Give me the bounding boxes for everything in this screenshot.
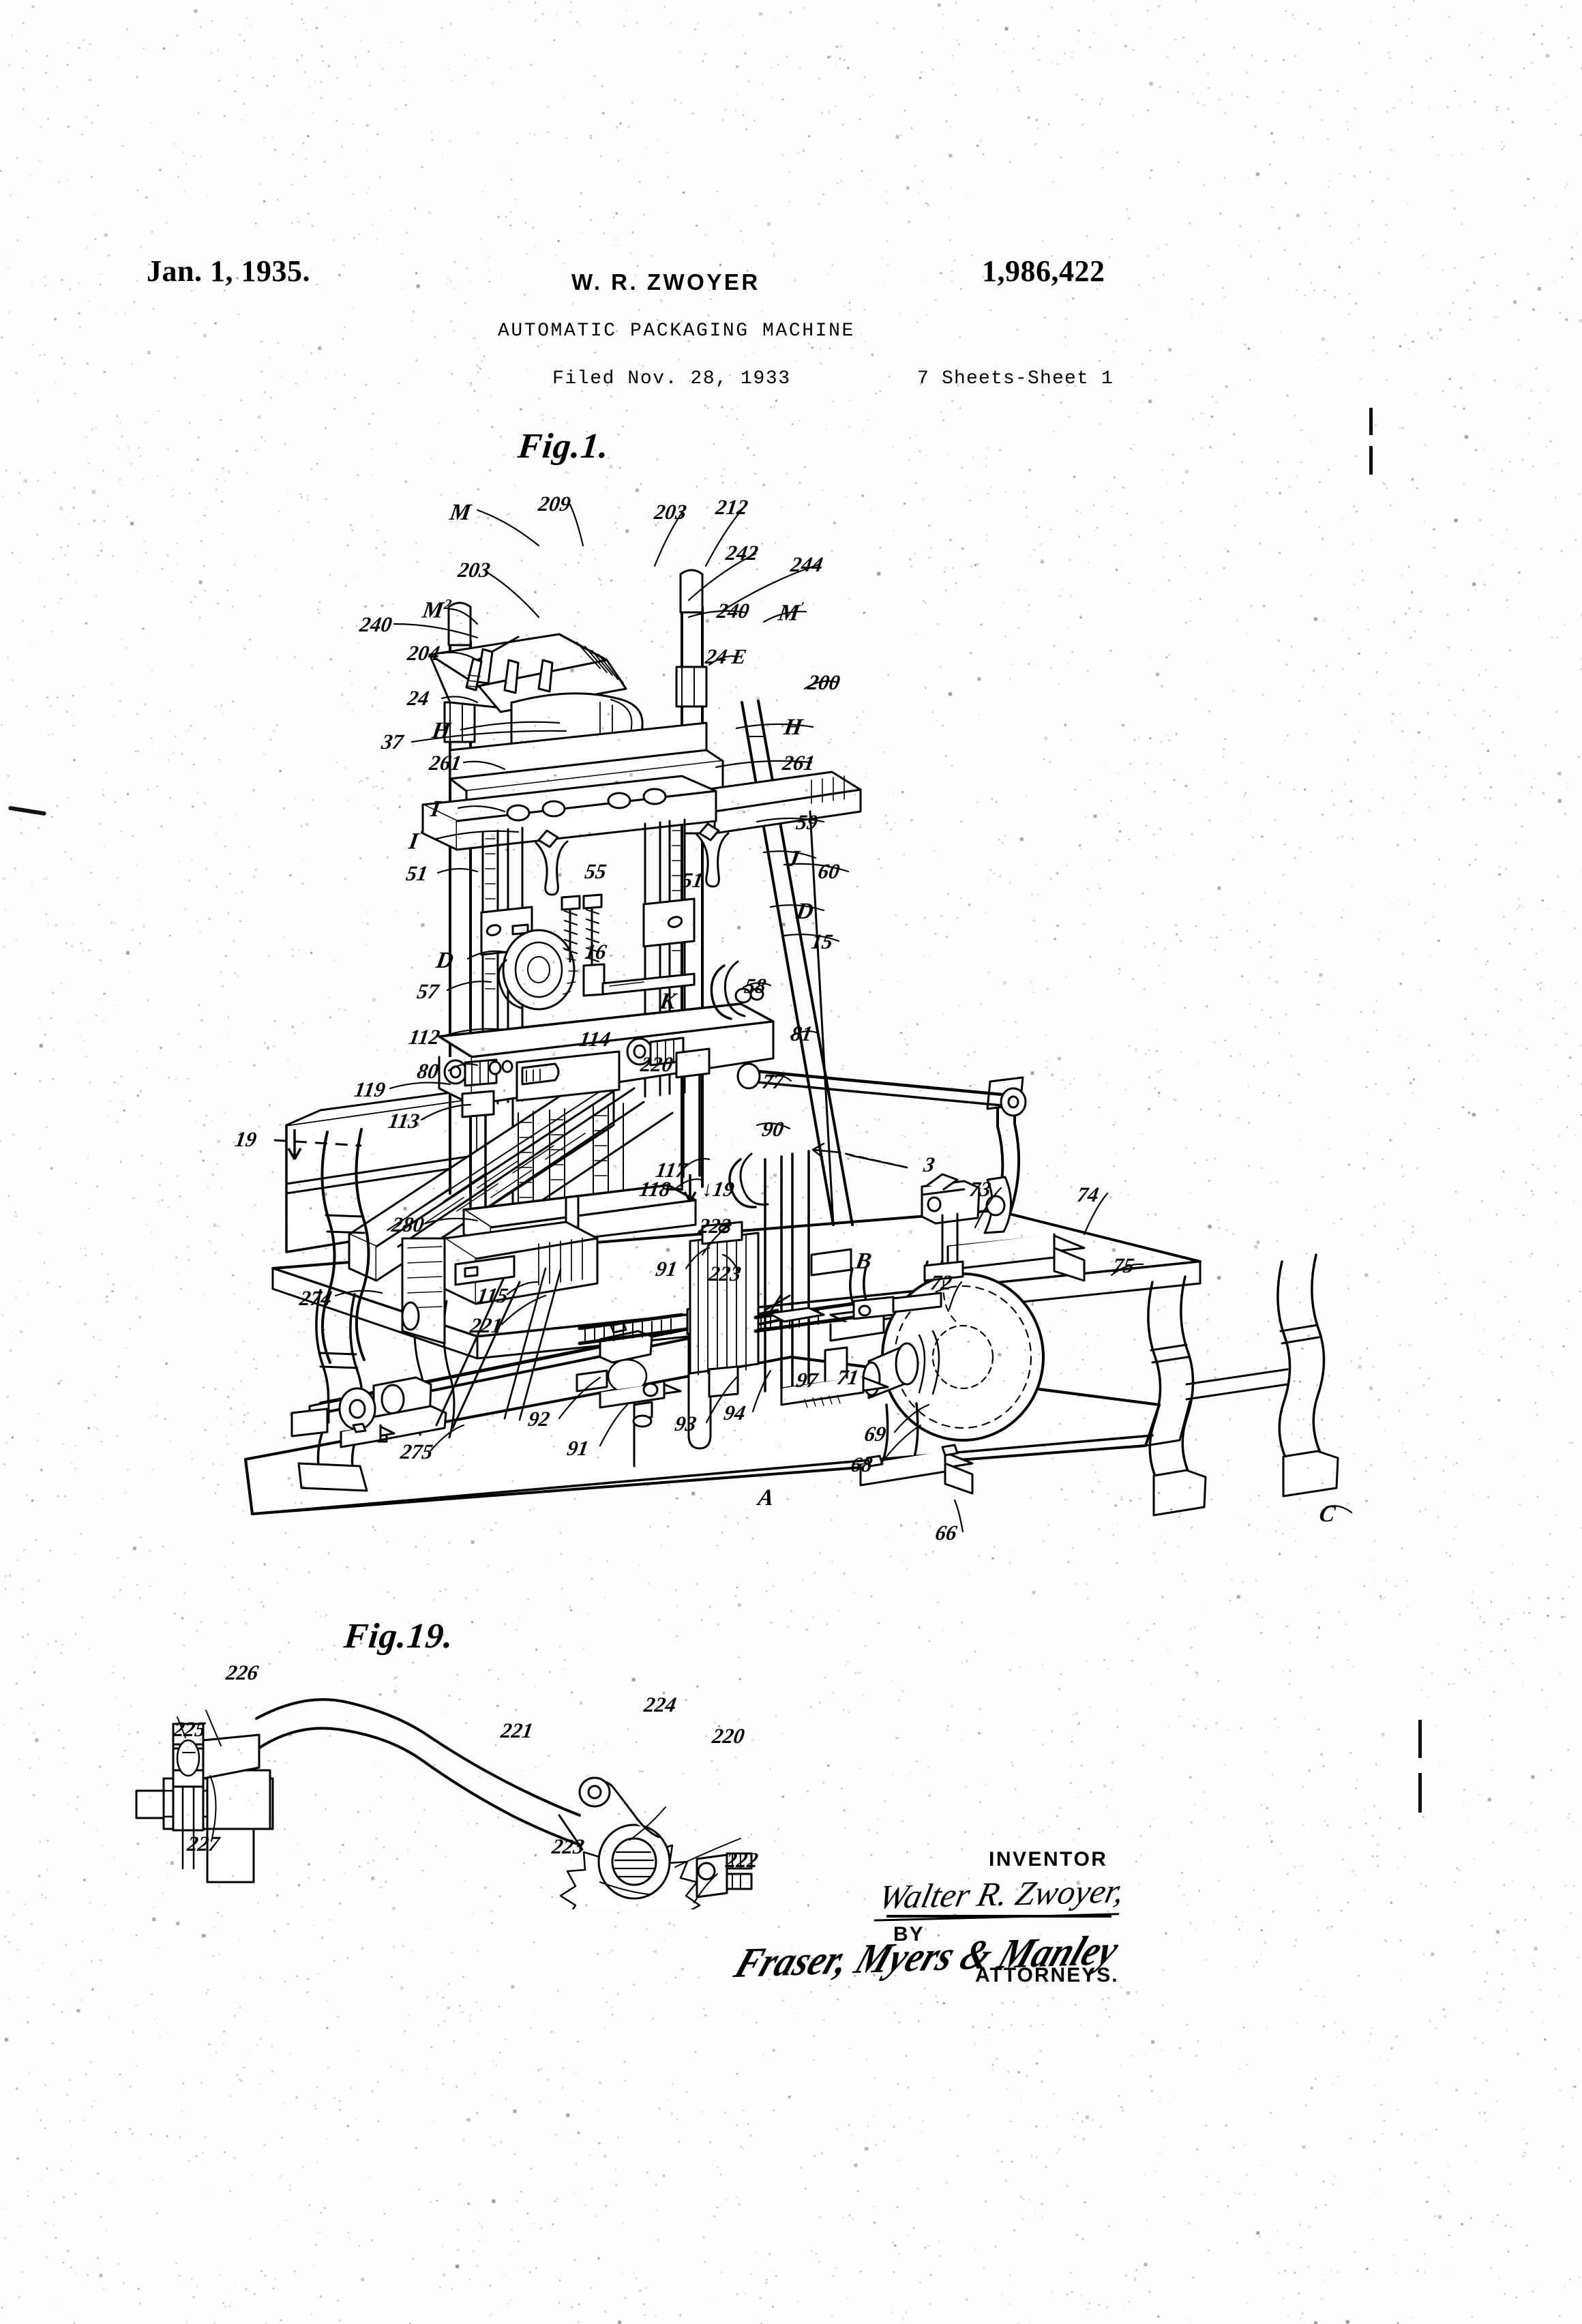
margin-tick-right-lower-a: [1418, 1720, 1422, 1758]
margin-tick-right-lower-b: [1418, 1773, 1422, 1813]
reference-numeral: 204: [406, 641, 442, 665]
reference-numeral: 212: [714, 495, 750, 519]
reference-numeral: 19: [233, 1127, 258, 1151]
reference-numeral: 113: [387, 1109, 421, 1133]
inventor-signature: Walter R. Zwoyer,: [874, 1871, 1129, 1922]
reference-numeral: 60: [816, 859, 841, 883]
reference-numeral: 226: [224, 1660, 260, 1684]
reference-numeral: 244: [789, 552, 825, 576]
inventor-signature-underline: [886, 1915, 1111, 1918]
patent-title: AUTOMATIC PACKAGING MACHINE: [498, 321, 855, 342]
reference-numeral: 58: [743, 974, 768, 998]
reference-numeral: 227: [185, 1832, 222, 1856]
reference-numeral: 275: [399, 1440, 435, 1463]
reference-numeral: 97: [794, 1368, 820, 1392]
reference-numeral: 24 E: [704, 644, 749, 668]
reference-numeral: 24: [406, 686, 431, 710]
reference-numeral: 209: [537, 492, 573, 516]
reference-numeral: 51: [680, 868, 705, 892]
reference-numeral: 225: [172, 1717, 208, 1741]
reference-numeral: 81: [789, 1022, 814, 1045]
reference-numeral: 118: [638, 1177, 672, 1201]
margin-tick-right-upper-b: [1369, 446, 1373, 475]
reference-numeral: 112: [407, 1025, 442, 1049]
reference-numeral: 223: [550, 1834, 586, 1858]
inventor-label: INVENTOR: [989, 1848, 1108, 1871]
reference-numeral: M′: [776, 599, 806, 626]
reference-numeral: 280: [390, 1212, 426, 1236]
reference-numeral: 37: [380, 730, 405, 754]
inventor-name-header: W. R. ZWOYER: [571, 269, 760, 295]
reference-numeral: 261: [781, 751, 817, 775]
reference-numeral: 92: [526, 1407, 552, 1431]
reference-numeral: 75: [1111, 1253, 1136, 1277]
reference-numeral: 220: [639, 1052, 675, 1076]
reference-numeral: 222: [724, 1848, 760, 1872]
reference-numeral: ↓19: [700, 1177, 736, 1201]
reference-numeral: 69: [863, 1422, 888, 1446]
reference-numeral: 51: [404, 861, 430, 885]
reference-numeral: 93: [673, 1412, 698, 1435]
reference-numeral: 203: [456, 558, 492, 582]
reference-numeral: 68: [849, 1452, 874, 1476]
reference-numeral: 221: [468, 1313, 505, 1337]
reference-numeral: D: [434, 948, 456, 973]
reference-numeral: 274: [298, 1286, 334, 1310]
reference-numeral: M: [448, 500, 473, 525]
reference-numeral: 119: [353, 1077, 387, 1101]
reference-numeral: 261: [428, 751, 464, 775]
reference-numeral: 80: [415, 1059, 441, 1083]
reference-numeral: 91: [565, 1436, 591, 1460]
patent-number: 1,986,422: [982, 254, 1105, 288]
reference-numeral: 57: [415, 979, 441, 1003]
attorneys-label: ATTORNEYS.: [975, 1964, 1119, 1986]
reference-numeral: 115: [475, 1283, 510, 1307]
reference-numeral: 72: [929, 1270, 954, 1294]
reference-numeral: 222: [697, 1214, 733, 1238]
reference-numeral: D: [794, 899, 816, 924]
reference-numeral: 224: [642, 1693, 678, 1716]
reference-numeral: 221: [499, 1718, 535, 1742]
reference-numeral: 240: [715, 599, 751, 623]
reference-numeral: 91: [654, 1257, 679, 1281]
reference-numeral: 203: [653, 500, 689, 524]
reference-numeral: 114: [578, 1027, 612, 1051]
reference-numeral: 200: [806, 670, 842, 694]
reference-numeral: 223: [707, 1262, 743, 1285]
patent-date: Jan. 1, 1935.: [147, 254, 310, 288]
reference-numeral: 74: [1075, 1182, 1101, 1206]
reference-numeral: 90: [760, 1117, 786, 1141]
margin-tick-right-upper-a: [1369, 408, 1373, 435]
reference-numeral: 220: [711, 1724, 747, 1748]
reference-numeral: H: [430, 718, 453, 743]
reference-numeral: H: [782, 715, 805, 740]
reference-numeral: 71: [835, 1365, 861, 1389]
reference-numeral: 242: [724, 541, 760, 565]
reference-numeral: 66: [934, 1521, 959, 1545]
reference-numeral: 77: [760, 1069, 786, 1093]
reference-numeral: 73: [968, 1177, 993, 1201]
reference-numeral: M2: [420, 596, 453, 623]
reference-numeral: 94: [722, 1401, 747, 1425]
reference-numeral: 240: [358, 612, 394, 636]
reference-numeral: 59: [794, 810, 820, 834]
reference-numeral: 16: [583, 940, 608, 964]
reference-numeral: 15: [809, 929, 835, 953]
reference-numeral: 55: [583, 859, 608, 883]
